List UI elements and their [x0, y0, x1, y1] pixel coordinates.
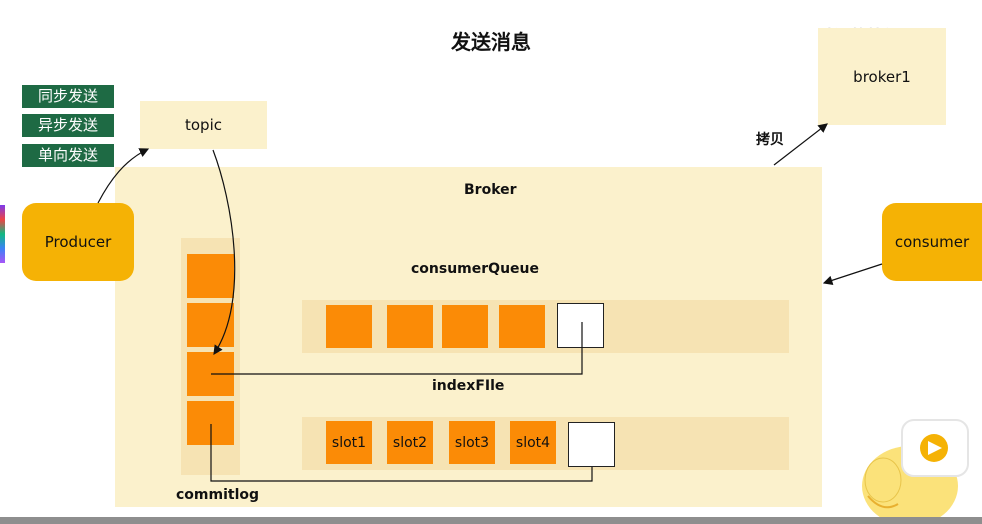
broker-label: Broker — [464, 182, 517, 198]
consumer-queue-row — [302, 300, 789, 353]
slot-block: slot4 — [510, 421, 556, 464]
progress-bar-track — [0, 517, 982, 524]
topic-box: topic — [140, 101, 267, 149]
chick-mascot-icon — [862, 419, 969, 524]
commitlog-to-index-line — [210, 424, 593, 482]
producer-to-topic-arrow — [97, 148, 150, 204]
producer-box: Producer — [22, 203, 134, 281]
queue-block — [387, 305, 433, 348]
broker1-box: broker1 — [818, 28, 946, 125]
queue-empty-slot — [557, 303, 604, 348]
consumer-box: consumer — [882, 203, 982, 281]
side-color-strip — [0, 205, 5, 263]
consumer-arrow — [822, 263, 883, 285]
commitlog-to-queue-line — [211, 322, 583, 375]
producer-label: Producer — [44, 233, 112, 251]
consumer-label: consumer — [894, 233, 970, 251]
slot-block: slot2 — [387, 421, 433, 464]
consumer-queue-label: consumerQueue — [411, 261, 539, 277]
copy-arrow — [773, 123, 828, 166]
topic-label: topic — [185, 116, 222, 134]
slot-block: slot1 — [326, 421, 372, 464]
queue-block — [499, 305, 545, 348]
topic-to-commitlog-arrow — [212, 149, 236, 355]
diagram-title: 发送消息 — [451, 30, 531, 54]
copy-label: 拷贝 — [756, 132, 784, 148]
slot-block: slot3 — [449, 421, 495, 464]
queue-block — [442, 305, 488, 348]
index-empty-slot — [568, 422, 615, 467]
commitlog-block — [187, 303, 234, 347]
commitlog-block — [187, 254, 234, 298]
oneway-send-tag: 单向发送 — [22, 144, 114, 167]
index-file-label: indexFIle — [432, 378, 505, 394]
async-send-tag: 异步发送 — [22, 114, 114, 137]
sync-send-tag: 同步发送 — [22, 85, 114, 108]
commitlog-label: commitlog — [176, 487, 260, 503]
queue-block — [326, 305, 372, 348]
broker1-label: broker1 — [853, 67, 911, 86]
